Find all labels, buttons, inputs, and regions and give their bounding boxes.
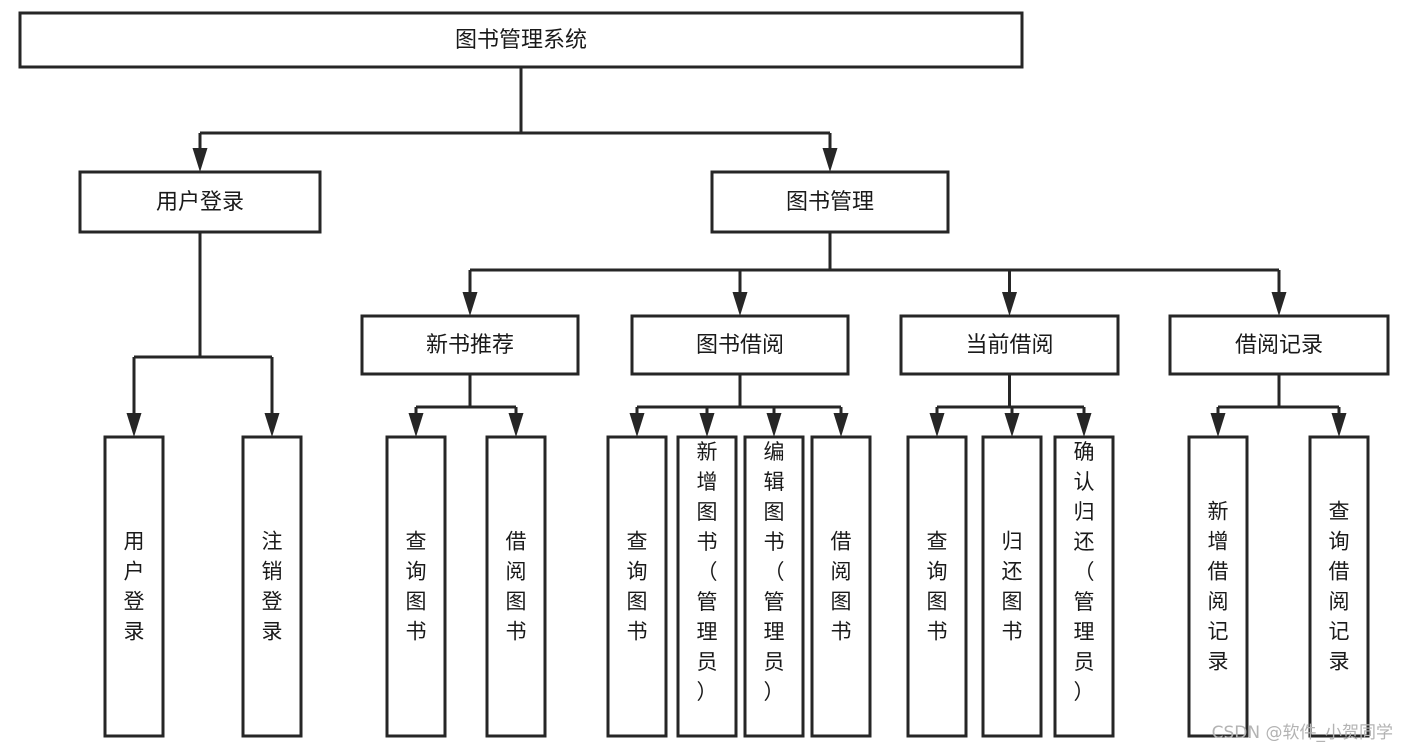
node-label: 新增图书（管理员） (697, 440, 718, 704)
node-label: 图书管理 (786, 190, 874, 215)
node-box (360, 314, 580, 376)
node-leaf-return-book[interactable]: 归还图书 (981, 435, 1043, 738)
node-user-login[interactable]: 用户登录 (78, 170, 322, 234)
node-box (810, 435, 872, 738)
node-label: 新增借阅记录 (1208, 500, 1229, 674)
arrow-head-icon (1004, 413, 1020, 437)
node-leaf-query-book-1[interactable]: 查询图书 (385, 435, 447, 738)
node-leaf-logout-login[interactable]: 注销登录 (241, 435, 303, 738)
arrow-head-icon (462, 292, 478, 316)
node-box (906, 435, 968, 738)
node-box (485, 435, 547, 738)
arrow-head-icon (1271, 292, 1287, 316)
node-leaf-add-book[interactable]: 新增图书（管理员） (676, 435, 738, 738)
node-current-borrow[interactable]: 当前借阅 (899, 314, 1120, 376)
arrow-head-icon (732, 292, 748, 316)
arrow-head-icon (508, 413, 524, 437)
node-leaf-user-login[interactable]: 用户登录 (103, 435, 165, 738)
arrow-head-icon (766, 413, 782, 437)
node-leaf-query-borrow-record[interactable]: 查询借阅记录 (1308, 435, 1370, 738)
node-book-manage[interactable]: 图书管理 (710, 170, 950, 234)
arrow-head-icon (1331, 413, 1347, 437)
node-label: 图书管理系统 (455, 28, 587, 53)
node-leaf-borrow-book-1[interactable]: 借阅图书 (485, 435, 547, 738)
arrow-head-icon (822, 148, 838, 172)
node-label: 图书借阅 (696, 333, 784, 358)
arrow-head-icon (929, 413, 945, 437)
node-label: 用户登录 (124, 530, 145, 644)
node-label: 归还图书 (1002, 530, 1023, 644)
node-leaf-query-book-3[interactable]: 查询图书 (906, 435, 968, 738)
arrow-head-icon (1002, 292, 1017, 316)
nodes-layer: 图书管理系统用户登录图书管理新书推荐图书借阅当前借阅借阅记录用户登录注销登录查询… (18, 11, 1390, 738)
csdn-watermark: CSDN @软件_小贺同学 (1211, 723, 1393, 743)
node-leaf-add-borrow-record[interactable]: 新增借阅记录 (1187, 435, 1249, 738)
node-label: 注销登录 (262, 530, 283, 644)
node-book-borrow[interactable]: 图书借阅 (630, 314, 850, 376)
node-leaf-confirm-return[interactable]: 确认归还（管理员） (1053, 435, 1115, 738)
node-box (78, 170, 322, 234)
node-label: 用户登录 (156, 190, 244, 215)
arrow-head-icon (126, 413, 142, 437)
arrow-head-icon (1076, 413, 1092, 437)
node-borrow-record[interactable]: 借阅记录 (1168, 314, 1390, 376)
node-label: 查询借阅记录 (1329, 500, 1350, 674)
arrow-head-icon (699, 413, 715, 437)
node-label: 当前借阅 (965, 333, 1053, 358)
node-label: 借阅图书 (506, 530, 527, 644)
node-box (630, 314, 850, 376)
node-box (899, 314, 1120, 376)
arrow-head-icon (629, 413, 645, 437)
node-leaf-borrow-book-2[interactable]: 借阅图书 (810, 435, 872, 738)
node-box (1308, 435, 1370, 738)
node-label: 借阅记录 (1235, 333, 1323, 358)
node-box (1187, 435, 1249, 738)
node-box (743, 435, 805, 738)
node-box (1168, 314, 1390, 376)
arrow-head-icon (264, 413, 280, 437)
arrow-head-icon (192, 148, 208, 172)
node-label: 确认归还（管理员） (1074, 440, 1095, 704)
node-box (18, 11, 1024, 69)
node-box (981, 435, 1043, 738)
node-label: 查询图书 (406, 530, 427, 644)
edges-layer (126, 67, 1347, 437)
node-label: 查询图书 (627, 530, 648, 644)
node-box (606, 435, 668, 738)
node-box (103, 435, 165, 738)
node-label: 新书推荐 (426, 333, 514, 358)
arrow-head-icon (408, 413, 424, 437)
node-box (1053, 435, 1115, 738)
node-box (710, 170, 950, 234)
node-label: 借阅图书 (831, 530, 852, 644)
node-new-book-recommend[interactable]: 新书推荐 (360, 314, 580, 376)
node-label: 查询图书 (927, 530, 948, 644)
node-label: 编辑图书（管理员） (764, 440, 785, 704)
node-leaf-edit-book[interactable]: 编辑图书（管理员） (743, 435, 805, 738)
arrow-head-icon (1210, 413, 1226, 437)
node-box (241, 435, 303, 738)
node-leaf-query-book-2[interactable]: 查询图书 (606, 435, 668, 738)
node-root[interactable]: 图书管理系统 (18, 11, 1024, 69)
arrow-head-icon (833, 413, 849, 437)
node-box (385, 435, 447, 738)
node-box (676, 435, 738, 738)
